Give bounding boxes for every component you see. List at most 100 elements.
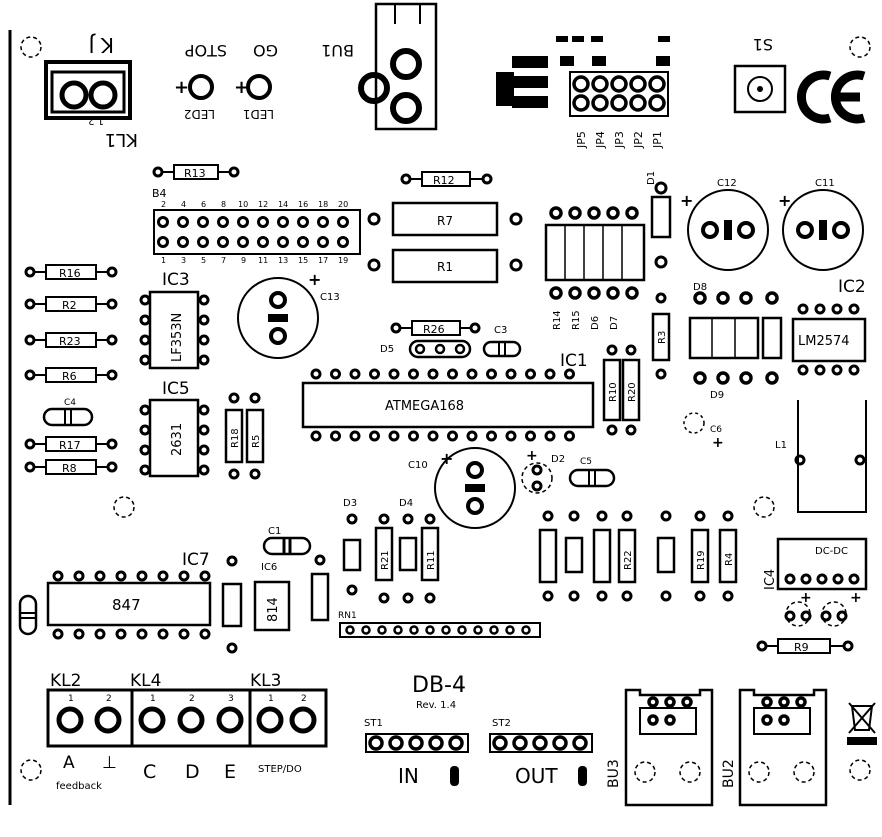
resistor-r9: R9 — [756, 638, 854, 654]
jumper-label-1: JP5 — [575, 131, 588, 149]
resistor-r12: R12 — [400, 171, 493, 187]
r16-label: R16 — [59, 267, 81, 280]
resistor-r6: R6 — [24, 367, 118, 383]
st2-label: ST2 — [492, 718, 511, 729]
ic2: IC2 LM2574 — [791, 277, 867, 376]
kl2-pin2: 2 — [106, 694, 112, 704]
resistor-r17: R17 — [24, 436, 118, 452]
solder-pad — [73, 570, 85, 582]
r21-label: R21 — [380, 550, 391, 570]
small-leds: ++ — [784, 590, 862, 627]
solder-pad — [473, 625, 483, 635]
kl3-pin2: 2 — [301, 694, 307, 704]
solder-pad — [52, 570, 64, 582]
c12-top-label: C12 — [717, 178, 737, 189]
c1-label: C1 — [268, 526, 281, 537]
solder-pad — [337, 216, 349, 228]
r10-label: R10 — [608, 382, 619, 402]
solder-pad — [345, 625, 355, 635]
solder-pad — [505, 430, 517, 442]
solder-pad — [217, 236, 229, 248]
header-bot-13: 13 — [278, 256, 288, 265]
c5-label: C5 — [580, 457, 592, 467]
connector-st1: ST1 IN — [364, 718, 469, 788]
solder-pad — [237, 236, 249, 248]
jumper-label-3: JP3 — [613, 131, 626, 149]
kl1-pin-numbers: 1 2 — [88, 115, 104, 126]
kl4-bottom-d: D — [185, 761, 200, 783]
header-bot-19: 19 — [338, 256, 348, 265]
solder-pad — [177, 236, 189, 248]
header-top-4: 4 — [181, 200, 186, 209]
solder-pad — [136, 570, 148, 582]
st1-caption: IN — [398, 764, 419, 788]
r20-label: R20 — [627, 382, 638, 402]
resistor-r8: R8 — [24, 459, 118, 475]
capacitor-c4: C4 — [42, 398, 94, 427]
board-title: DB-4 — [412, 673, 466, 698]
resistor-r3: R3 — [651, 292, 671, 380]
d1-label: D1 — [646, 171, 657, 185]
solder-pad — [408, 430, 419, 442]
jumper-label-5: JP1 — [651, 131, 664, 149]
kl3-pin1: 1 — [268, 694, 274, 704]
connector-bu2: BU2 — [721, 688, 828, 807]
solder-pad — [525, 368, 536, 380]
r18-label: R18 — [230, 428, 241, 448]
solder-pad — [544, 368, 556, 380]
r11-label: R11 — [426, 550, 437, 570]
s1-label: S1 — [753, 35, 773, 54]
solder-pad — [544, 430, 556, 442]
c6-label: C6 — [710, 425, 722, 435]
bu3-label: BU3 — [606, 759, 622, 788]
capacitor-c6: C6 + — [683, 412, 724, 451]
solder-pad — [369, 430, 380, 442]
resistor-r13: R13 — [152, 164, 240, 180]
connector-kl1: K J 1 2 KL1 — [44, 33, 138, 150]
header-top-2: 2 — [161, 200, 166, 209]
solder-pad — [330, 368, 341, 380]
header-bot-9: 9 — [241, 256, 246, 265]
ic3-name: LF353N — [170, 313, 185, 362]
inductor-l1: L1 — [775, 400, 867, 513]
solder-pad — [409, 625, 419, 635]
r4-label: R4 — [724, 553, 735, 566]
resistor-r26: R26 — [390, 320, 481, 336]
resistor-r16: R16 — [24, 264, 118, 280]
status-leds: GO STOP + + LED1 LED2 — [174, 41, 278, 121]
solder-pad — [197, 216, 209, 228]
led1-label: LED1 — [243, 107, 274, 121]
kl3-label: KL3 — [250, 671, 281, 691]
weee-bin-icon — [847, 702, 877, 745]
c3-label: C3 — [494, 325, 507, 336]
solder-pad — [115, 628, 127, 640]
header-bot-7: 7 — [221, 256, 226, 265]
solder-pad — [457, 625, 467, 635]
ic3: IC3 LF353N — [139, 270, 210, 370]
solder-pad — [197, 236, 209, 248]
hand-logo-icon — [496, 56, 548, 108]
r5-label: R5 — [251, 435, 262, 448]
d2-label: D2 — [551, 454, 565, 465]
kl3-caption: STEP/DO — [258, 764, 302, 775]
solder-pad — [217, 216, 229, 228]
resistor-row-middle: D3 D4 R21 R11 — [342, 498, 440, 604]
solder-pad — [408, 368, 419, 380]
solder-pad — [157, 570, 169, 582]
r22-label: R22 — [623, 550, 634, 570]
solder-pad — [349, 430, 361, 442]
solder-pad — [505, 625, 515, 635]
r13-label: R13 — [184, 167, 206, 180]
d3-label: D3 — [343, 498, 357, 509]
r1-label: R1 — [437, 260, 453, 274]
d9-label: D9 — [710, 390, 724, 401]
header-bot-1: 1 — [161, 256, 166, 265]
ic4-name: DC-DC — [815, 546, 848, 557]
solder-pad — [521, 625, 531, 635]
ic5: IC5 2631 — [139, 379, 210, 478]
r9-label: R9 — [794, 641, 809, 654]
solder-pad — [199, 570, 211, 582]
capacitor-c3: C3 — [482, 325, 522, 358]
solder-pad — [297, 216, 309, 228]
kl2-label: KL2 — [50, 671, 81, 691]
